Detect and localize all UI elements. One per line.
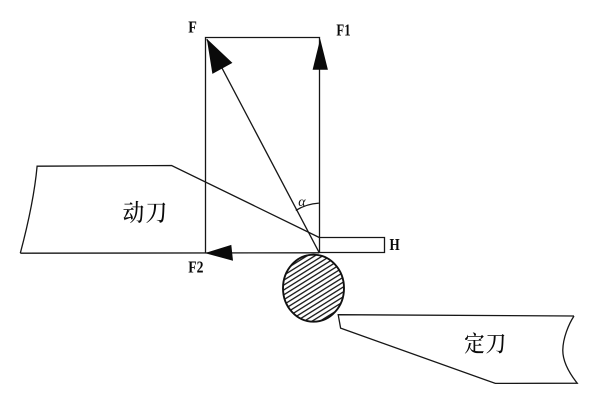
- svg-text:α: α: [298, 195, 306, 210]
- svg-text:F: F: [188, 18, 197, 37]
- svg-text:F2: F2: [188, 257, 203, 276]
- svg-text:F1: F1: [336, 20, 350, 39]
- svg-text:H: H: [390, 235, 400, 254]
